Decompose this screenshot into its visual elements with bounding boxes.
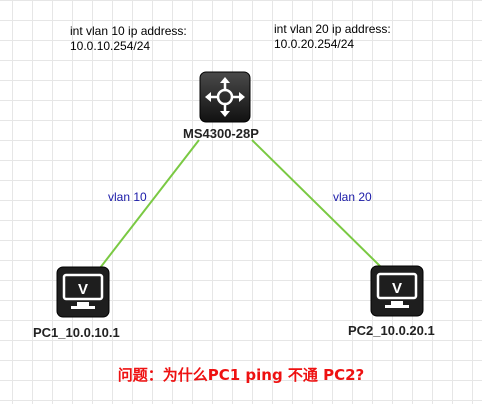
pc2-node[interactable]: V xyxy=(370,265,424,322)
vlan20-ip-note: int vlan 20 ip address: 10.0.20.254/24 xyxy=(274,22,391,52)
switch-label: MS4300-28P xyxy=(183,126,259,141)
vlan10-ip-note-line1: int vlan 10 ip address: xyxy=(70,24,187,38)
pc-monitor-icon: V xyxy=(56,266,110,318)
link-switch-pc2 xyxy=(251,139,383,269)
vlan10-ip-note-line2: 10.0.10.254/24 xyxy=(70,39,151,53)
pc1-screen-glyph: V xyxy=(78,281,88,298)
layer3-switch-icon xyxy=(199,71,251,123)
pc1-label: PC1_10.0.10.1 xyxy=(33,325,120,340)
link-label-vlan10: vlan 10 xyxy=(108,190,147,204)
pc2-screen-glyph: V xyxy=(392,280,402,297)
pc2-label: PC2_10.0.20.1 xyxy=(348,323,435,338)
pc1-node[interactable]: V xyxy=(56,266,110,323)
vlan20-ip-note-line1: int vlan 20 ip address: xyxy=(274,22,391,36)
vlan20-ip-note-line2: 10.0.20.254/24 xyxy=(274,37,355,51)
question-text: 问题：为什么PC1 ping 不通 PC2? xyxy=(117,366,365,384)
vlan10-ip-note: int vlan 10 ip address: 10.0.10.254/24 xyxy=(70,24,187,54)
link-switch-pc1 xyxy=(99,139,200,269)
switch-node[interactable] xyxy=(199,71,251,128)
link-label-vlan20: vlan 20 xyxy=(333,190,372,204)
pc-monitor-icon: V xyxy=(370,265,424,317)
